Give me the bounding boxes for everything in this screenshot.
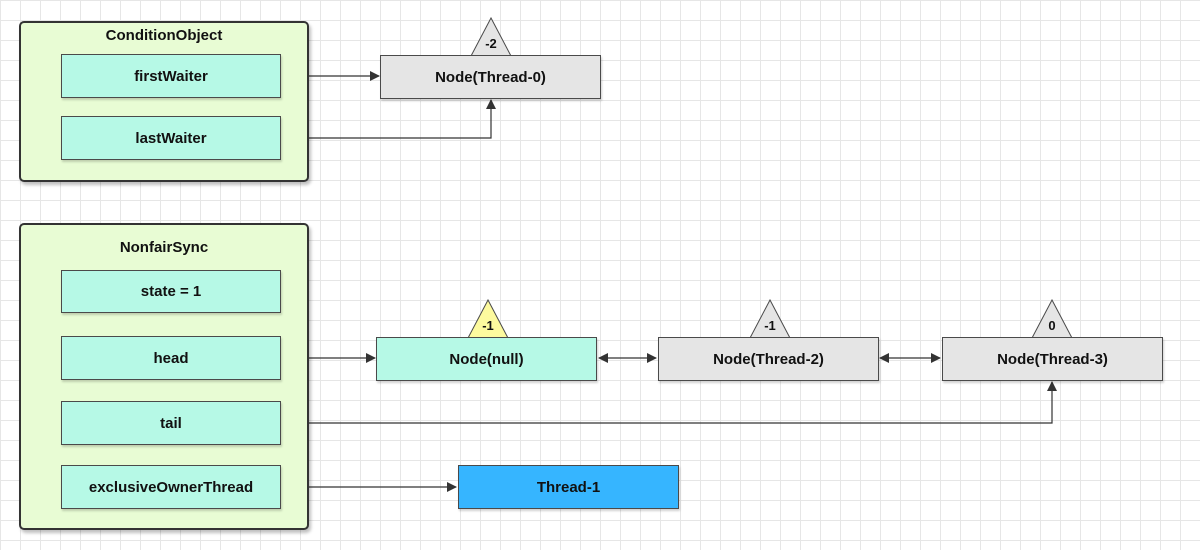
condition-node-thread-0: Node(Thread-0) (380, 55, 601, 99)
state-field: state = 1 (61, 270, 281, 313)
tail-arrow (283, 381, 1057, 428)
head-field: head (61, 336, 281, 380)
owner-thread-1: Thread-1 (458, 465, 679, 509)
exclusive-owner-thread-field: exclusiveOwnerThread (61, 465, 281, 509)
wait-status-label: -2 (485, 36, 497, 51)
wait-status-label: -1 (482, 318, 494, 333)
condition-object-title: ConditionObject (105, 27, 223, 44)
sync-node-thread-2: Node(Thread-2) (658, 337, 879, 381)
first-waiter-field: firstWaiter (61, 54, 281, 98)
last-waiter-field: lastWaiter (61, 116, 281, 160)
sync-node-thread-3: Node(Thread-3) (942, 337, 1163, 381)
sync-node-null: Node(null) (376, 337, 597, 381)
nonfair-sync-title: NonfairSync (119, 239, 209, 256)
wait-status-label: -1 (764, 318, 776, 333)
last-waiter-arrow (282, 99, 496, 139)
tail-field: tail (61, 401, 281, 445)
wait-status-label: 0 (1048, 318, 1056, 333)
